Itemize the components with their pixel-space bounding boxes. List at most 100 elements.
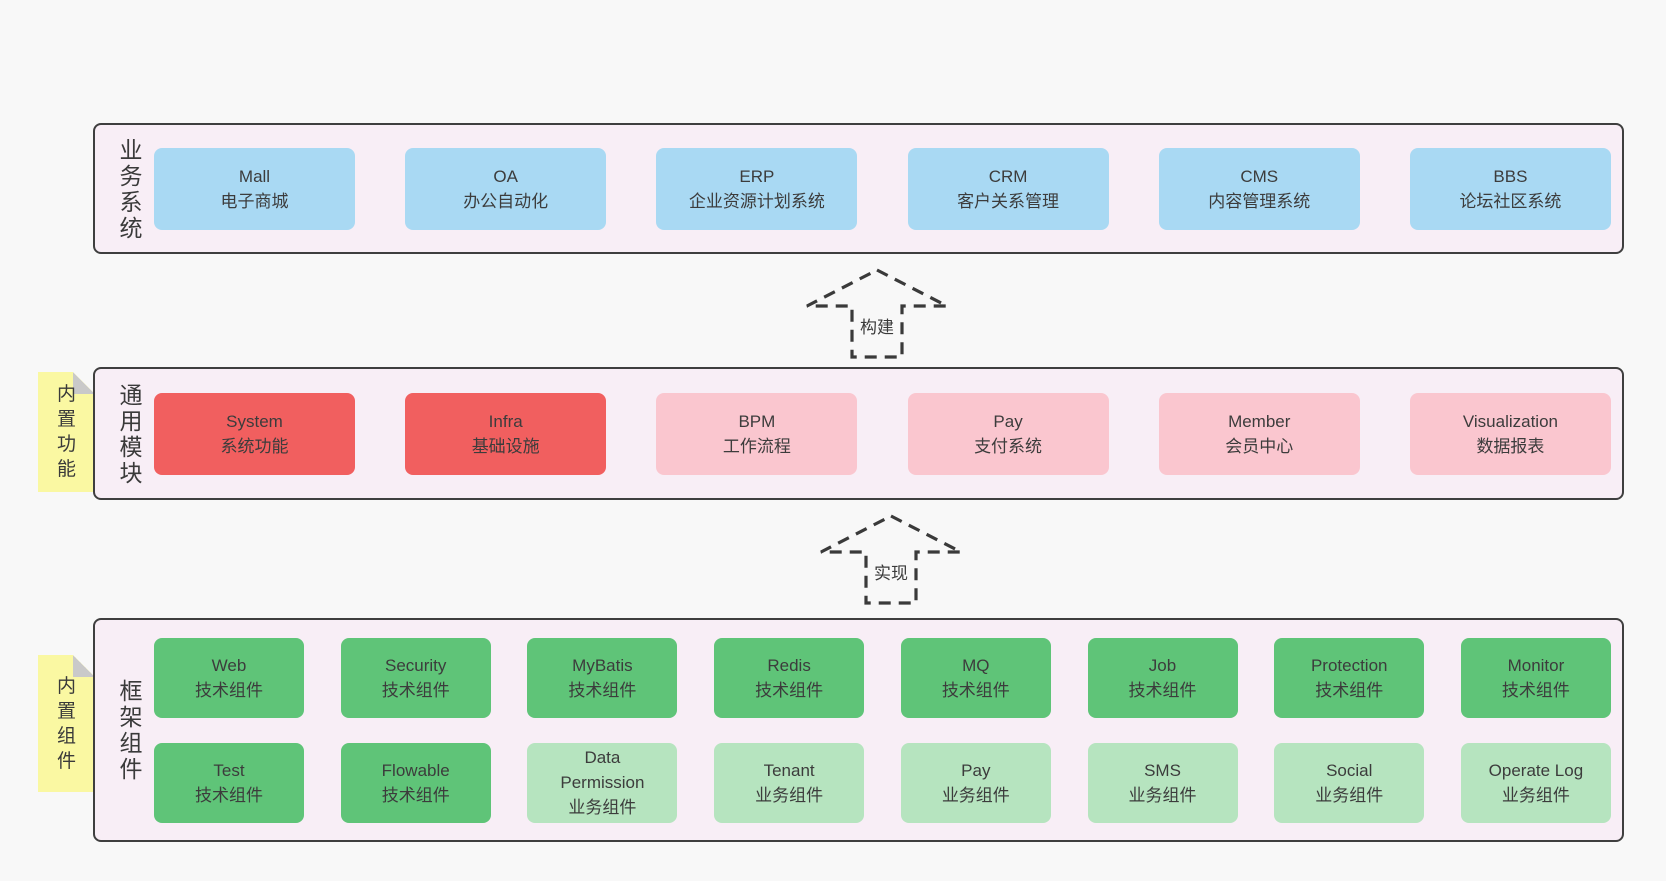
box-name: OA (493, 166, 518, 186)
sms-box: SMS 业务组件 (1087, 742, 1238, 823)
box-name: Social (1326, 760, 1373, 780)
layer-label-common-modules: 通用模块 (119, 381, 143, 486)
box-name: CRM (988, 166, 1028, 186)
box-desc: 电子商城 (220, 191, 289, 211)
box-desc: 技术组件 (941, 680, 1010, 700)
monitor-box: Monitor 技术组件 (1460, 637, 1611, 718)
infra-box: Infra 基础设施 (405, 392, 607, 475)
box-desc: 客户关系管理 (957, 191, 1060, 211)
box-desc: 技术组件 (568, 680, 637, 700)
build-arrow-label: 构建 (856, 312, 898, 339)
box-desc: 技术组件 (755, 680, 824, 700)
implement-arrow-label: 实现 (870, 558, 912, 585)
box-desc: 技术组件 (381, 785, 450, 805)
box-name: ERP (739, 166, 775, 186)
sticky-note-built-in-components: 内置组件 (38, 655, 95, 792)
box-name: Flowable (381, 760, 450, 780)
box-desc: 业务组件 (755, 785, 824, 805)
box-desc: 业务组件 (941, 785, 1010, 805)
box-desc: 技术组件 (381, 680, 450, 700)
box-desc: 支付系统 (974, 436, 1043, 456)
box-name: Member (1228, 411, 1291, 431)
box-desc: 技术组件 (195, 785, 263, 805)
box-name: System (226, 411, 283, 431)
mybatis-box: MyBatis 技术组件 (527, 637, 678, 718)
box-name: Protection (1310, 655, 1388, 675)
box-desc: 业务组件 (1501, 785, 1570, 805)
box-name: BPM (738, 411, 776, 431)
layer-label-framework-components: 框架组件 (119, 678, 143, 782)
box-name: Redis (767, 655, 811, 675)
box-name: Data Permission (560, 748, 645, 792)
layer-framework-components: 框架组件 Web 技术组件 Security 技术组件 MyBatis 技术组件 Redis… (93, 618, 1624, 842)
box-name: MyBatis (572, 655, 633, 675)
pay-box: Pay 业务组件 (900, 742, 1051, 823)
social-box: Social 业务组件 (1274, 742, 1425, 823)
box-desc: 技术组件 (1128, 680, 1197, 700)
box-name: Test (213, 760, 245, 780)
system-box: System 系统功能 (154, 392, 355, 475)
bpm-box: BPM 工作流程 (656, 392, 858, 475)
box-desc: 工作流程 (722, 436, 791, 456)
protection-box: Protection 技术组件 (1274, 637, 1425, 718)
layer-common-modules: 通用模块 System 系统功能 Infra 基础设施 BPM 工作流程 Pay 支付系统 Me… (93, 367, 1624, 500)
box-row: System 系统功能 Infra 基础设施 BPM 工作流程 Pay 支付系统 Member 会… (154, 392, 1611, 475)
box-name: Security (384, 655, 447, 675)
box-desc: 业务组件 (1128, 785, 1197, 805)
implement-arrow: 实现 (811, 512, 971, 607)
box-desc: 业务组件 (1315, 785, 1384, 805)
box-name: CMS (1240, 166, 1279, 186)
box-desc: 论坛社区系统 (1459, 191, 1562, 211)
common-modules-boxes: System 系统功能 Infra 基础设施 BPM 工作流程 Pay 支付系统 Member 会… (154, 369, 1611, 498)
data-permission-box: Data Permission 业务组件 (527, 742, 678, 823)
box-name: Mall (238, 166, 271, 186)
box-desc: 基础设施 (471, 436, 540, 456)
sticky-note-built-in-functions: 内置功能 (38, 372, 95, 492)
box-name: Visualization (1462, 411, 1558, 431)
dashed-up-arrow-icon (806, 268, 948, 359)
mall-box: Mall 电子商城 (154, 147, 355, 230)
sticky-note-label: 内置组件 (56, 675, 76, 772)
box-desc: 数据报表 (1476, 436, 1545, 456)
sticky-note-label: 内置功能 (56, 384, 76, 480)
box-name: Pay (993, 411, 1023, 431)
build-arrow: 构建 (797, 266, 957, 361)
box-desc: 办公自动化 (463, 191, 549, 211)
box-desc: 技术组件 (195, 680, 263, 700)
box-name: Pay (961, 760, 991, 780)
member-box: Member 会员中心 (1158, 392, 1360, 475)
test-box: Test 技术组件 (154, 742, 304, 823)
box-name: Infra (488, 411, 523, 431)
box-desc: 系统功能 (220, 436, 289, 456)
dashed-up-arrow-icon (820, 514, 962, 605)
box-desc: 业务组件 (568, 798, 637, 817)
box-name: SMS (1144, 760, 1181, 780)
box-desc: 技术组件 (1315, 680, 1384, 700)
box-desc: 会员中心 (1225, 436, 1294, 456)
security-box: Security 技术组件 (340, 637, 491, 718)
box-name: Web (211, 655, 247, 675)
box-name: Operate Log (1488, 760, 1584, 780)
visualization-box: Visualization 数据报表 (1409, 392, 1611, 475)
box-name: Job (1148, 655, 1177, 675)
web-box: Web 技术组件 (154, 637, 304, 718)
pay-box: Pay 支付系统 (907, 392, 1109, 475)
layer-label-business-systems: 业务系统 (119, 136, 143, 241)
box-name: Monitor (1507, 655, 1565, 675)
box-desc: 内容管理系统 (1208, 191, 1311, 211)
box-desc: 技术组件 (1501, 680, 1570, 700)
operate-log-box: Operate Log 业务组件 (1460, 742, 1611, 823)
cms-box: CMS 内容管理系统 (1158, 147, 1360, 230)
flowable-box: Flowable 技术组件 (340, 742, 491, 823)
